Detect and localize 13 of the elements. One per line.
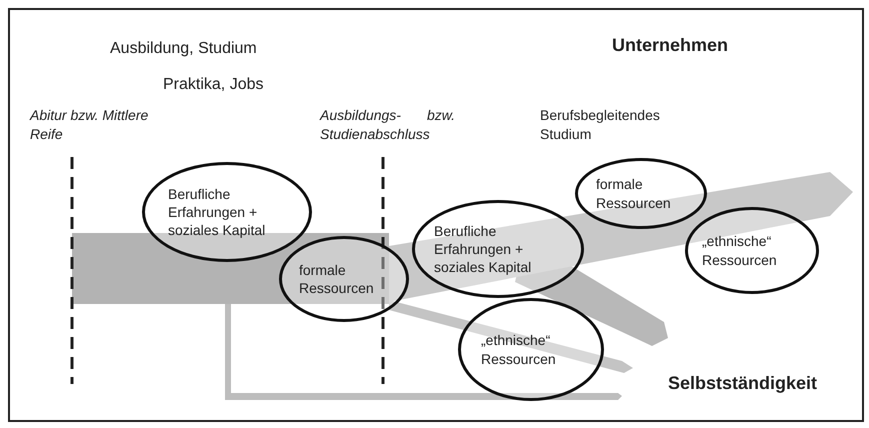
section-heading: Berufsbegleitendes Studium: [540, 106, 661, 144]
node-text: Berufliche Erfahrungen + soziales Kapital: [168, 184, 266, 240]
career-path-heading: Selbstständigkeit: [668, 372, 818, 395]
section-heading: Ausbildung, Studium: [110, 39, 258, 59]
node-text: Berufliche Erfahrungen + soziales Kapital: [434, 222, 532, 276]
node-text: formale Ressourcen: [596, 175, 672, 212]
node-text: „ethnische“ Ressourcen: [481, 331, 557, 368]
section-heading: Praktika, Jobs: [163, 75, 264, 95]
node-text: formale Ressourcen: [299, 260, 375, 298]
career-path-heading: Unternehmen: [612, 34, 730, 57]
milestone-label: Abitur bzw. Mittlere Reife: [30, 106, 150, 144]
milestone-label: Ausbildungs- bzw. Studienabschluss: [320, 106, 455, 144]
node-text: „ethnische“ Ressourcen: [702, 232, 778, 269]
